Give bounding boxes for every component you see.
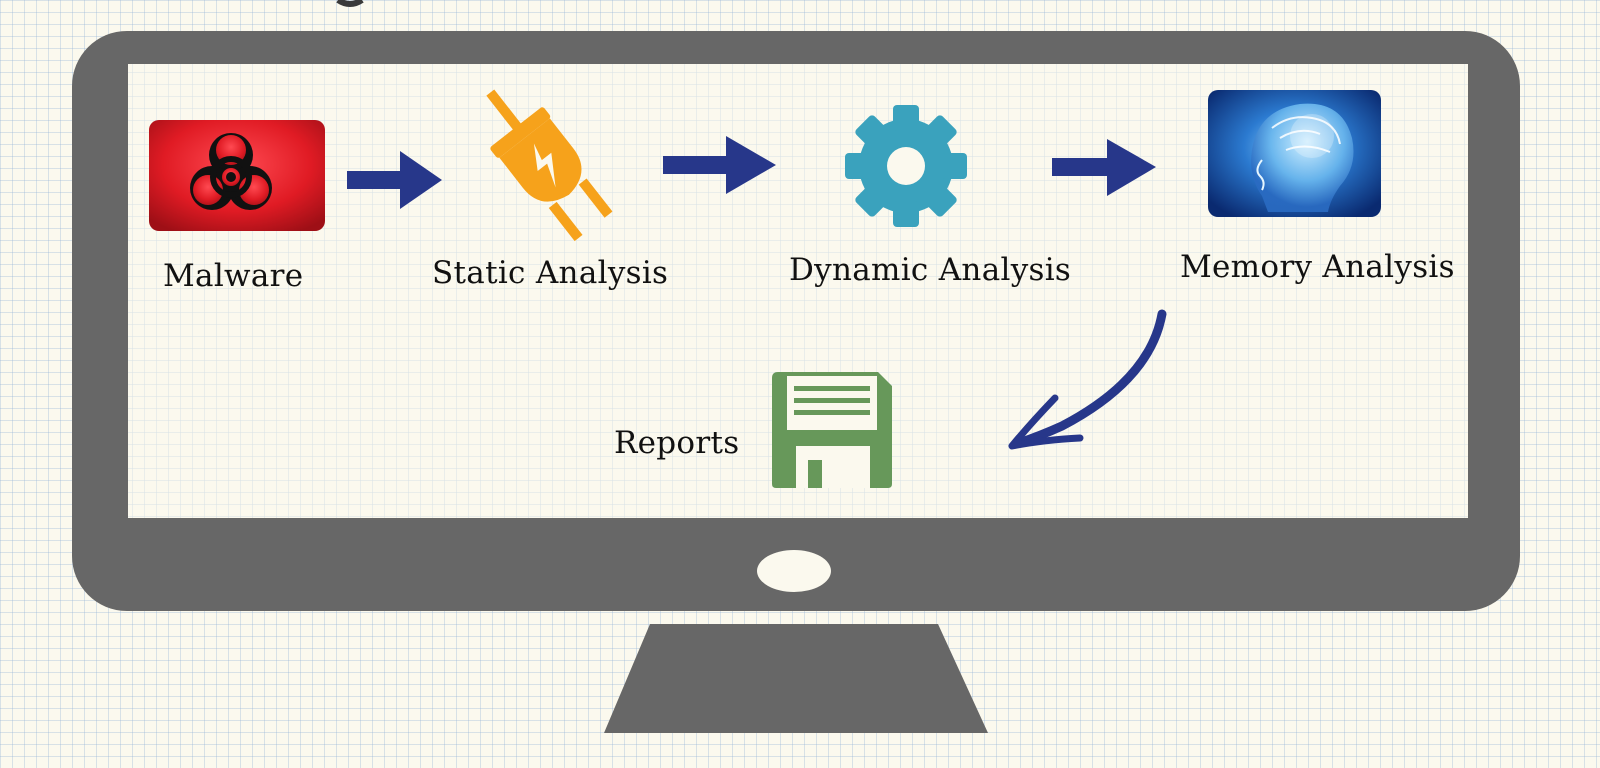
output-label-reports: Reports (614, 425, 740, 461)
step-label-memory-analysis: Memory Analysis (1180, 249, 1455, 285)
top-edge-mark (336, 0, 364, 7)
step-label-malware: Malware (163, 258, 304, 294)
arrow-static-to-dynamic (663, 136, 776, 194)
arrow-memory-to-reports (1008, 309, 1167, 450)
power-button (757, 550, 831, 592)
gear-icon (845, 105, 967, 227)
plug-icon (486, 89, 613, 242)
step-label-static-analysis: Static Analysis (432, 255, 669, 291)
brain-head-icon (1208, 90, 1381, 217)
biohazard-icon (149, 120, 325, 231)
step-label-dynamic-analysis: Dynamic Analysis (789, 252, 1072, 288)
arrow-malware-to-static (347, 151, 442, 209)
arrow-dynamic-to-memory (1052, 139, 1156, 196)
floppy-disk-icon (772, 372, 892, 488)
monitor-stand (604, 624, 988, 733)
